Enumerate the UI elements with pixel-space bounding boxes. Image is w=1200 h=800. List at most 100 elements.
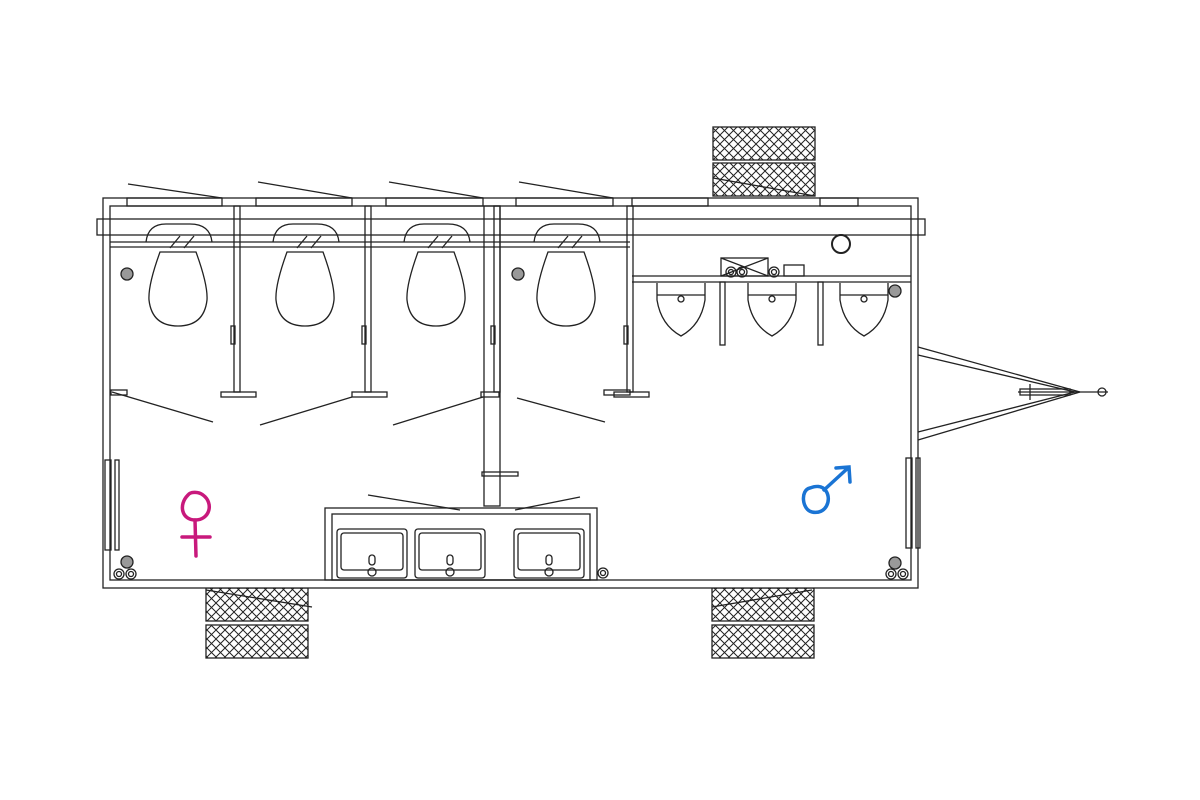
valve (738, 268, 746, 276)
door-lock (623, 325, 629, 345)
door-lock (361, 325, 367, 345)
entry-door (905, 457, 913, 549)
urinal-drain (860, 295, 868, 303)
fitting (125, 568, 137, 580)
urinal (656, 283, 706, 337)
drawbar (917, 354, 1076, 393)
door-lock (230, 325, 236, 345)
entry-door (104, 459, 112, 551)
toilet-bowl (536, 251, 596, 327)
urinal-screen (817, 281, 824, 346)
flush-pipe (557, 235, 569, 249)
top-panel (515, 197, 614, 207)
wheel-tread (205, 587, 309, 622)
toilet-bowl (406, 251, 466, 327)
center-divider (483, 205, 501, 507)
fitting (885, 568, 897, 580)
flush-pipe (310, 235, 322, 249)
flush-pipe (183, 235, 195, 249)
wheel-line (712, 177, 816, 197)
wheel-line (711, 589, 813, 608)
toilet-tank (145, 223, 213, 243)
fitting (113, 568, 125, 580)
wall-foot (110, 389, 128, 396)
vent-flap (127, 183, 223, 199)
male-symbol-icon (801, 465, 852, 515)
toilet-tank (403, 223, 471, 243)
fitting (127, 570, 135, 578)
wheel-tread (712, 126, 816, 161)
top-panel (255, 197, 353, 207)
wheel-tread (205, 624, 309, 659)
flush-pipe (169, 235, 181, 249)
partition-foot (351, 391, 388, 398)
urinal-drain (768, 295, 776, 303)
mirror-line (367, 494, 461, 511)
urinal-screen (719, 281, 726, 346)
drain (544, 567, 554, 577)
valve (770, 268, 778, 276)
sink-basin (340, 532, 404, 571)
filter (783, 264, 805, 277)
faucet (446, 554, 454, 566)
sink-basin (418, 532, 482, 571)
fitting (597, 567, 609, 579)
top-panel (819, 197, 859, 207)
wheel-tread (712, 162, 816, 197)
sink (336, 528, 408, 579)
door-frame (114, 459, 120, 551)
flush-pipe (441, 235, 453, 249)
drawbar (917, 346, 1081, 393)
stall-door (259, 396, 353, 426)
partition-foot (480, 391, 500, 398)
door-lock (490, 325, 496, 345)
partition-foot (220, 391, 257, 398)
roof-rail (96, 218, 926, 236)
trailer-outer-wall (102, 197, 919, 589)
drain (367, 567, 377, 577)
hitch-ball (1097, 387, 1107, 397)
vent-flap (388, 181, 484, 199)
toilet-tank (272, 223, 340, 243)
floor-drain (888, 556, 902, 570)
floor-drain (120, 555, 134, 569)
floor-drain (120, 267, 134, 281)
wheel-tread (711, 624, 815, 659)
drain (445, 567, 455, 577)
stall-door (392, 396, 484, 426)
fitting (897, 568, 909, 580)
door-frame (915, 457, 921, 549)
faucet (545, 554, 553, 566)
wheel-line (205, 589, 313, 608)
divider-bracket (481, 471, 519, 477)
stall-door (111, 391, 214, 423)
sink (513, 528, 585, 579)
valve (736, 266, 748, 278)
vent-flap (518, 181, 614, 199)
fitting (899, 570, 907, 578)
floor-drain (888, 284, 902, 298)
flush-pipe (571, 235, 583, 249)
urinal-drain (677, 295, 685, 303)
top-panel (631, 197, 709, 207)
top-panel (126, 197, 223, 207)
urinal (839, 283, 889, 337)
wall-foot (603, 389, 631, 396)
valve (768, 266, 780, 278)
flush-pipe (296, 235, 308, 249)
valve (725, 266, 737, 278)
vent-flap (257, 181, 353, 199)
valve (727, 268, 735, 276)
toilet-tank (533, 223, 601, 243)
fitting (115, 570, 123, 578)
drawbar (917, 391, 1081, 441)
sink-basin (517, 532, 581, 571)
urinal (747, 283, 797, 337)
floor-drain (511, 267, 525, 281)
top-panel (385, 197, 484, 207)
faucet (368, 554, 376, 566)
flush-pipe (427, 235, 439, 249)
vent-cap (831, 234, 851, 254)
hitch-bar (1019, 388, 1071, 396)
